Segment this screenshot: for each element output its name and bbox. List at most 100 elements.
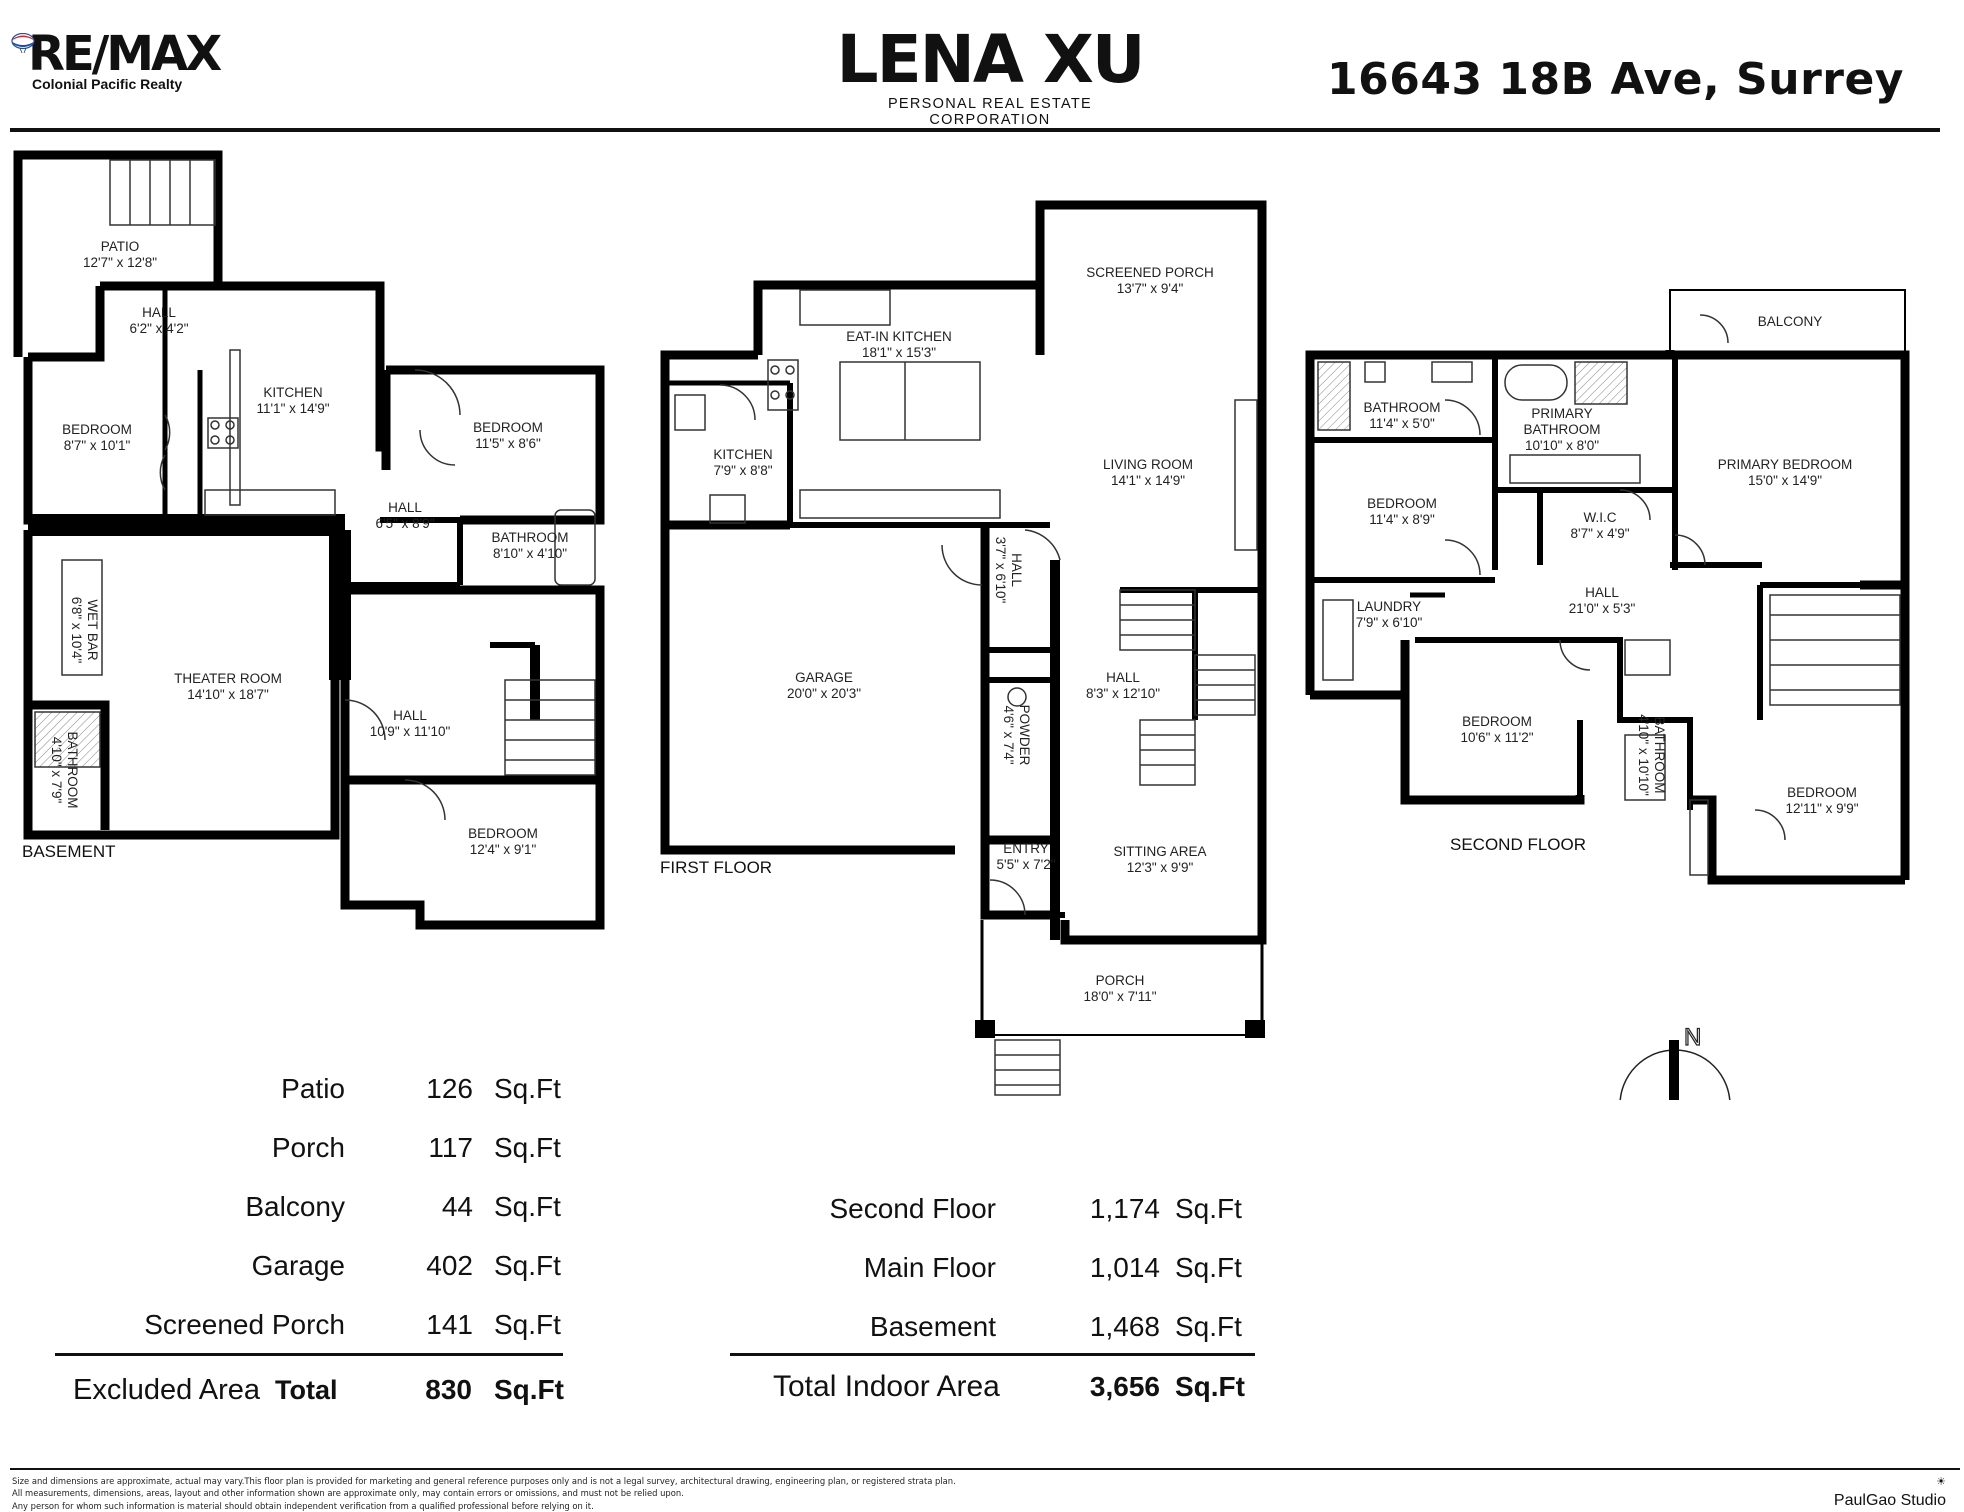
basement-plan	[13, 150, 605, 930]
room-dimensions: 13'7" x 9'4"	[1117, 281, 1184, 296]
north-arrow-icon	[1619, 1040, 1731, 1100]
room-dimensions: 11'5" x 8'6"	[475, 436, 541, 451]
room-dimensions: 8'7" x 10'1"	[64, 438, 131, 453]
room-name: GARAGE	[795, 670, 853, 685]
basement-fixtures	[34, 159, 596, 821]
room-dimensions: 11'4" x 5'0"	[1369, 416, 1435, 431]
room-dimensions: 21'0" x 5'3"	[1569, 601, 1636, 616]
room-name: BEDROOM	[1462, 714, 1532, 729]
room-name: WET BAR	[85, 599, 100, 661]
room-name: PATIO	[101, 239, 140, 254]
excluded-area-total-value: 830	[425, 1374, 472, 1405]
excluded-area-total-unit: Sq.Ft	[494, 1374, 564, 1405]
room-name: PRIMARY BEDROOM	[1718, 457, 1853, 472]
excluded-area-unit: Sq.Ft	[494, 1250, 561, 1281]
excluded-area-value: 141	[426, 1309, 473, 1340]
excluded-area-unit: Sq.Ft	[494, 1191, 561, 1222]
room-dimensions: 4'10" x 10'10"	[1636, 714, 1651, 796]
room-name: EAT-IN KITCHEN	[846, 329, 952, 344]
room-name: PORCH	[1096, 973, 1145, 988]
excluded-area-row: Screened Porch 141 Sq.Ft	[0, 1305, 1300, 1345]
room-dimensions: 10'9" x 11'10"	[370, 724, 451, 739]
excluded-area-label: Garage	[251, 1250, 345, 1281]
second-floor-fixtures	[1317, 314, 1901, 876]
room-name: POWDER	[1017, 705, 1032, 766]
first-floor-plan	[660, 200, 1267, 1038]
indoor-area-row: Basement 1,468 Sq.Ft	[0, 1307, 1300, 1347]
first-floor-label: FIRST FLOOR	[660, 858, 772, 877]
room-name: BEDROOM	[468, 826, 538, 841]
excluded-area-label: Porch	[271, 1132, 345, 1163]
room-dimensions: 18'0" x 7'11"	[1083, 989, 1156, 1004]
room-dimensions: 12'11" x 9'9"	[1785, 801, 1858, 816]
room-dimensions: 8'3" x 12'10"	[1086, 686, 1160, 701]
room-name: BATHROOM	[1652, 717, 1667, 794]
room-name: W.I.C	[1584, 510, 1617, 525]
room-dimensions: 7'9" x 8'8"	[713, 463, 772, 478]
room-name: HALL	[1106, 670, 1140, 685]
indoor-area-total-label: Total Indoor Area	[773, 1370, 1000, 1403]
excluded-area-label: Balcony	[245, 1191, 345, 1222]
room-name: BEDROOM	[62, 422, 132, 437]
room-name: SITTING AREA	[1113, 844, 1206, 859]
room-dimensions: 20'0" x 20'3"	[787, 686, 861, 701]
second-floor-plan	[1305, 289, 1910, 885]
indoor-area-total: Total Indoor Area 3,656 Sq.Ft	[0, 1367, 1300, 1407]
excluded-area-value: 44	[441, 1191, 473, 1222]
room-name: BALCONY	[1758, 314, 1823, 329]
balloon-icon	[11, 33, 35, 54]
room-name: THEATER ROOM	[174, 671, 282, 686]
remax-logo: RE/MAX Colonial Pacific Realty	[10, 26, 222, 92]
room-name: HALL	[142, 305, 176, 320]
indoor-area-value: 1,468	[1089, 1311, 1160, 1342]
room-dimensions: 12'3" x 9'9"	[1127, 860, 1194, 875]
room-dimensions: 11'4" x 8'9"	[1369, 512, 1435, 527]
room-dimensions: 14'1" x 14'9"	[1111, 473, 1185, 488]
studio-credit: PaulGao Studio	[1833, 1492, 1946, 1509]
room-dimensions: 12'4" x 9'1"	[470, 842, 537, 857]
remax-wordmark: RE/MAX	[28, 26, 222, 82]
room-dimensions: 8'7" x 4'9"	[1570, 526, 1629, 541]
room-dimensions: 15'0" x 14'9"	[1748, 473, 1822, 488]
indoor-area-value: 1,014	[1089, 1252, 1160, 1283]
compass-label: N	[1684, 1024, 1701, 1051]
room-dimensions: 18'1" x 15'3"	[862, 345, 936, 360]
excluded-area-total: Excluded Area Total 830 Sq.Ft	[0, 1370, 600, 1410]
room-dimensions: 11'1" x 14'9"	[256, 401, 329, 416]
excluded-area-total-label: Excluded Area	[73, 1374, 261, 1406]
room-dimensions: 12'7" x 12'8"	[83, 255, 157, 270]
excluded-area-label: Screened Porch	[144, 1309, 345, 1340]
room-name: SCREENED PORCH	[1086, 265, 1214, 280]
room-label: HALL3'7" x 6'10"	[993, 537, 1024, 604]
indoor-area-unit: Sq.Ft	[1175, 1193, 1242, 1224]
indoor-area-label: Basement	[869, 1311, 996, 1342]
excluded-area-unit: Sq.Ft	[494, 1073, 561, 1104]
room-name: BATHROOM	[1524, 422, 1601, 437]
excluded-area-total-word: Total	[275, 1375, 338, 1405]
excluded-area-value: 402	[426, 1250, 473, 1281]
agent-name: LENA XU	[836, 21, 1146, 98]
first-floor-fixtures	[674, 289, 1258, 1096]
excluded-area-unit: Sq.Ft	[494, 1309, 561, 1340]
